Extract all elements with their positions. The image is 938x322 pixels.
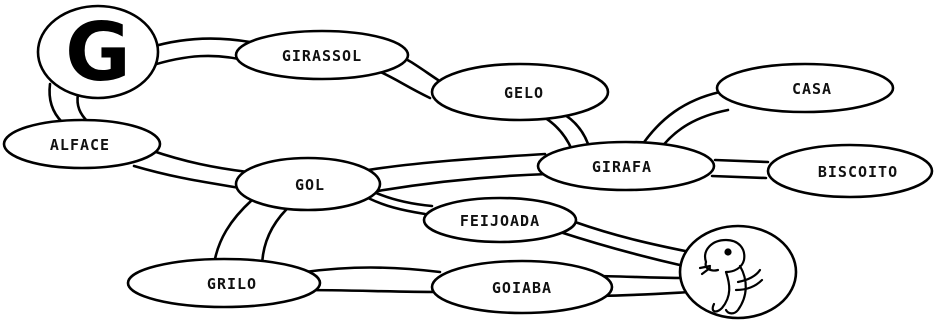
road-gol-girafa [366, 152, 547, 172]
road-gol-grilo [212, 198, 254, 266]
node-girassol: GIRASSOL [234, 29, 410, 81]
road-girafa-biscoito [713, 158, 770, 164]
node-girassol-label: GIRASSOL [282, 47, 362, 65]
node-gelo-label: GELO [504, 84, 544, 102]
road-gelo-girafa-2 [540, 114, 574, 152]
node-girafa: GIRAFA [536, 140, 716, 192]
road-girafa-casa [638, 90, 722, 150]
road-girassol-gelo-2 [374, 68, 432, 100]
road-girafa-biscoito-2 [710, 174, 768, 180]
road-gol-feijoada-2 [372, 190, 434, 208]
node-feijoada: FEIJOADA [422, 196, 578, 244]
seal-node [678, 224, 798, 320]
node-goiaba-label: GOIABA [492, 279, 552, 297]
road-g-alface [48, 82, 64, 124]
node-grilo-label: GRILO [207, 275, 257, 293]
node-girafa-label: GIRAFA [592, 158, 652, 176]
letter-g-node: G [36, 4, 160, 100]
node-gol: GOL [234, 156, 382, 212]
road-alface-gol [148, 148, 250, 174]
node-alface-label: ALFACE [50, 136, 110, 154]
node-alface: ALFACE [2, 118, 162, 170]
node-gol-label: GOL [295, 176, 325, 194]
road-gol-feijoada [366, 196, 427, 216]
road-alface-gol-2 [132, 164, 242, 190]
road-grilo-goiaba [303, 266, 442, 274]
node-casa: CASA [715, 62, 895, 114]
seal-icon [698, 238, 764, 315]
road-feijoada-seal-2 [573, 220, 692, 254]
node-biscoito: BISCOITO [766, 143, 934, 199]
node-feijoada-label: FEIJOADA [460, 212, 540, 230]
node-biscoito-label: BISCOITO [818, 163, 898, 181]
center-letter: G [65, 6, 131, 99]
road-grilo-goiaba-2 [298, 288, 440, 294]
road-gol-grilo-2 [260, 202, 294, 270]
road-gol-girafa-2 [370, 172, 550, 194]
node-gelo: GELO [430, 62, 610, 122]
node-goiaba: GOIABA [430, 259, 614, 315]
road-g-girassol [146, 37, 252, 50]
node-casa-label: CASA [792, 80, 832, 98]
road-feijoada-seal [558, 230, 686, 268]
node-grilo: GRILO [126, 257, 322, 309]
